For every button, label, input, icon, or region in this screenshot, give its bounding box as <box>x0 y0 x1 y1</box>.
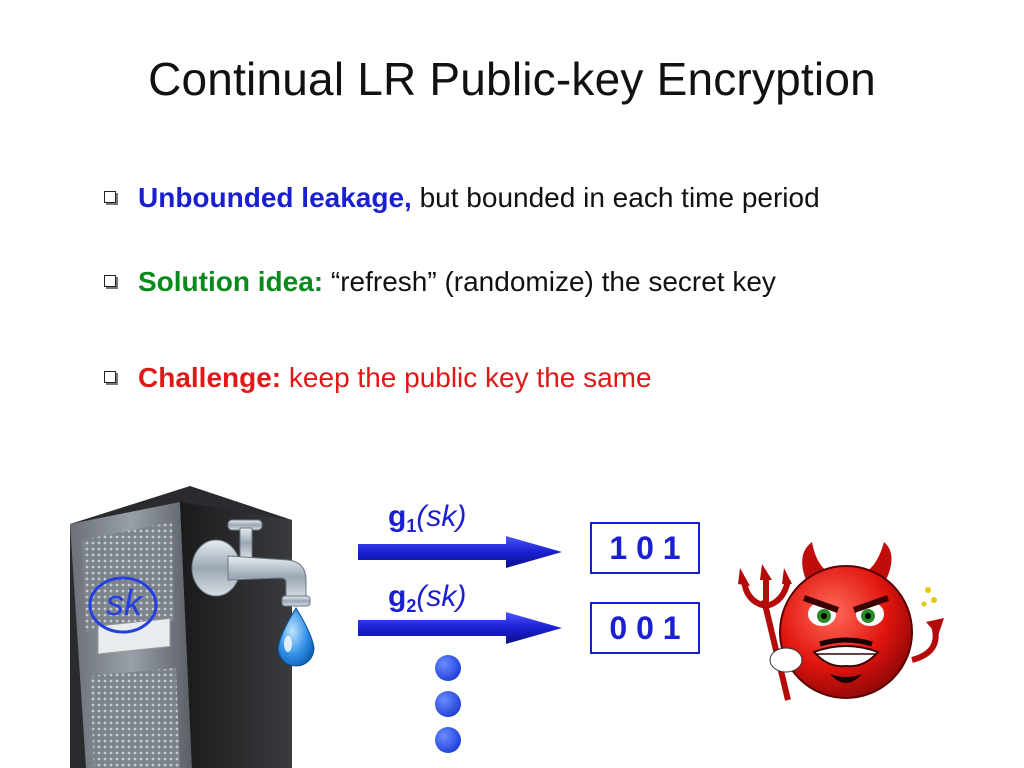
leaked-bits-1: 1 0 1 <box>590 522 700 574</box>
checkbox-bullet-icon <box>104 191 116 203</box>
checkbox-bullet-icon <box>104 371 116 383</box>
bullet-unbounded-leakage: Unbounded leakage, but bounded in each t… <box>104 182 820 214</box>
leaked-bits-2: 0 0 1 <box>590 602 700 654</box>
arrow-right-icon <box>358 536 562 568</box>
bullet-solution-idea: Solution idea: “refresh” (randomize) the… <box>104 266 776 298</box>
leakage-function-2: g2(sk) <box>388 580 466 617</box>
function-symbol: g <box>388 580 407 613</box>
arrow-right-icon <box>358 612 562 644</box>
bullet-keyword: Unbounded leakage, <box>138 182 412 213</box>
bullet-text: “refresh” (randomize) the secret key <box>323 266 776 297</box>
function-argument: (sk) <box>416 580 467 613</box>
function-argument: (sk) <box>416 500 467 533</box>
water-drop-icon <box>277 607 315 667</box>
ellipsis-dots-icon <box>435 655 461 753</box>
function-symbol: g <box>388 500 407 533</box>
water-tap-icon <box>191 519 315 667</box>
leakage-function-1: g1(sk) <box>388 500 466 537</box>
checkbox-bullet-icon <box>104 275 116 287</box>
bullet-keyword: Solution idea: <box>138 266 324 297</box>
bullet-keyword: Challenge: <box>138 362 282 393</box>
devil-icon <box>738 542 944 701</box>
function-index: 1 <box>406 516 417 536</box>
bullet-text: but bounded in each time period <box>411 182 820 213</box>
function-index: 2 <box>406 596 417 616</box>
bullet-challenge: Challenge: keep the public key the same <box>104 362 652 394</box>
bullet-text: keep the public key the same <box>281 362 652 393</box>
pitchfork-icon <box>738 564 792 701</box>
slide-title: Continual LR Public-key Encryption <box>148 53 876 105</box>
sk-circle <box>88 576 158 634</box>
server-secret-key-label: sk <box>106 582 142 623</box>
